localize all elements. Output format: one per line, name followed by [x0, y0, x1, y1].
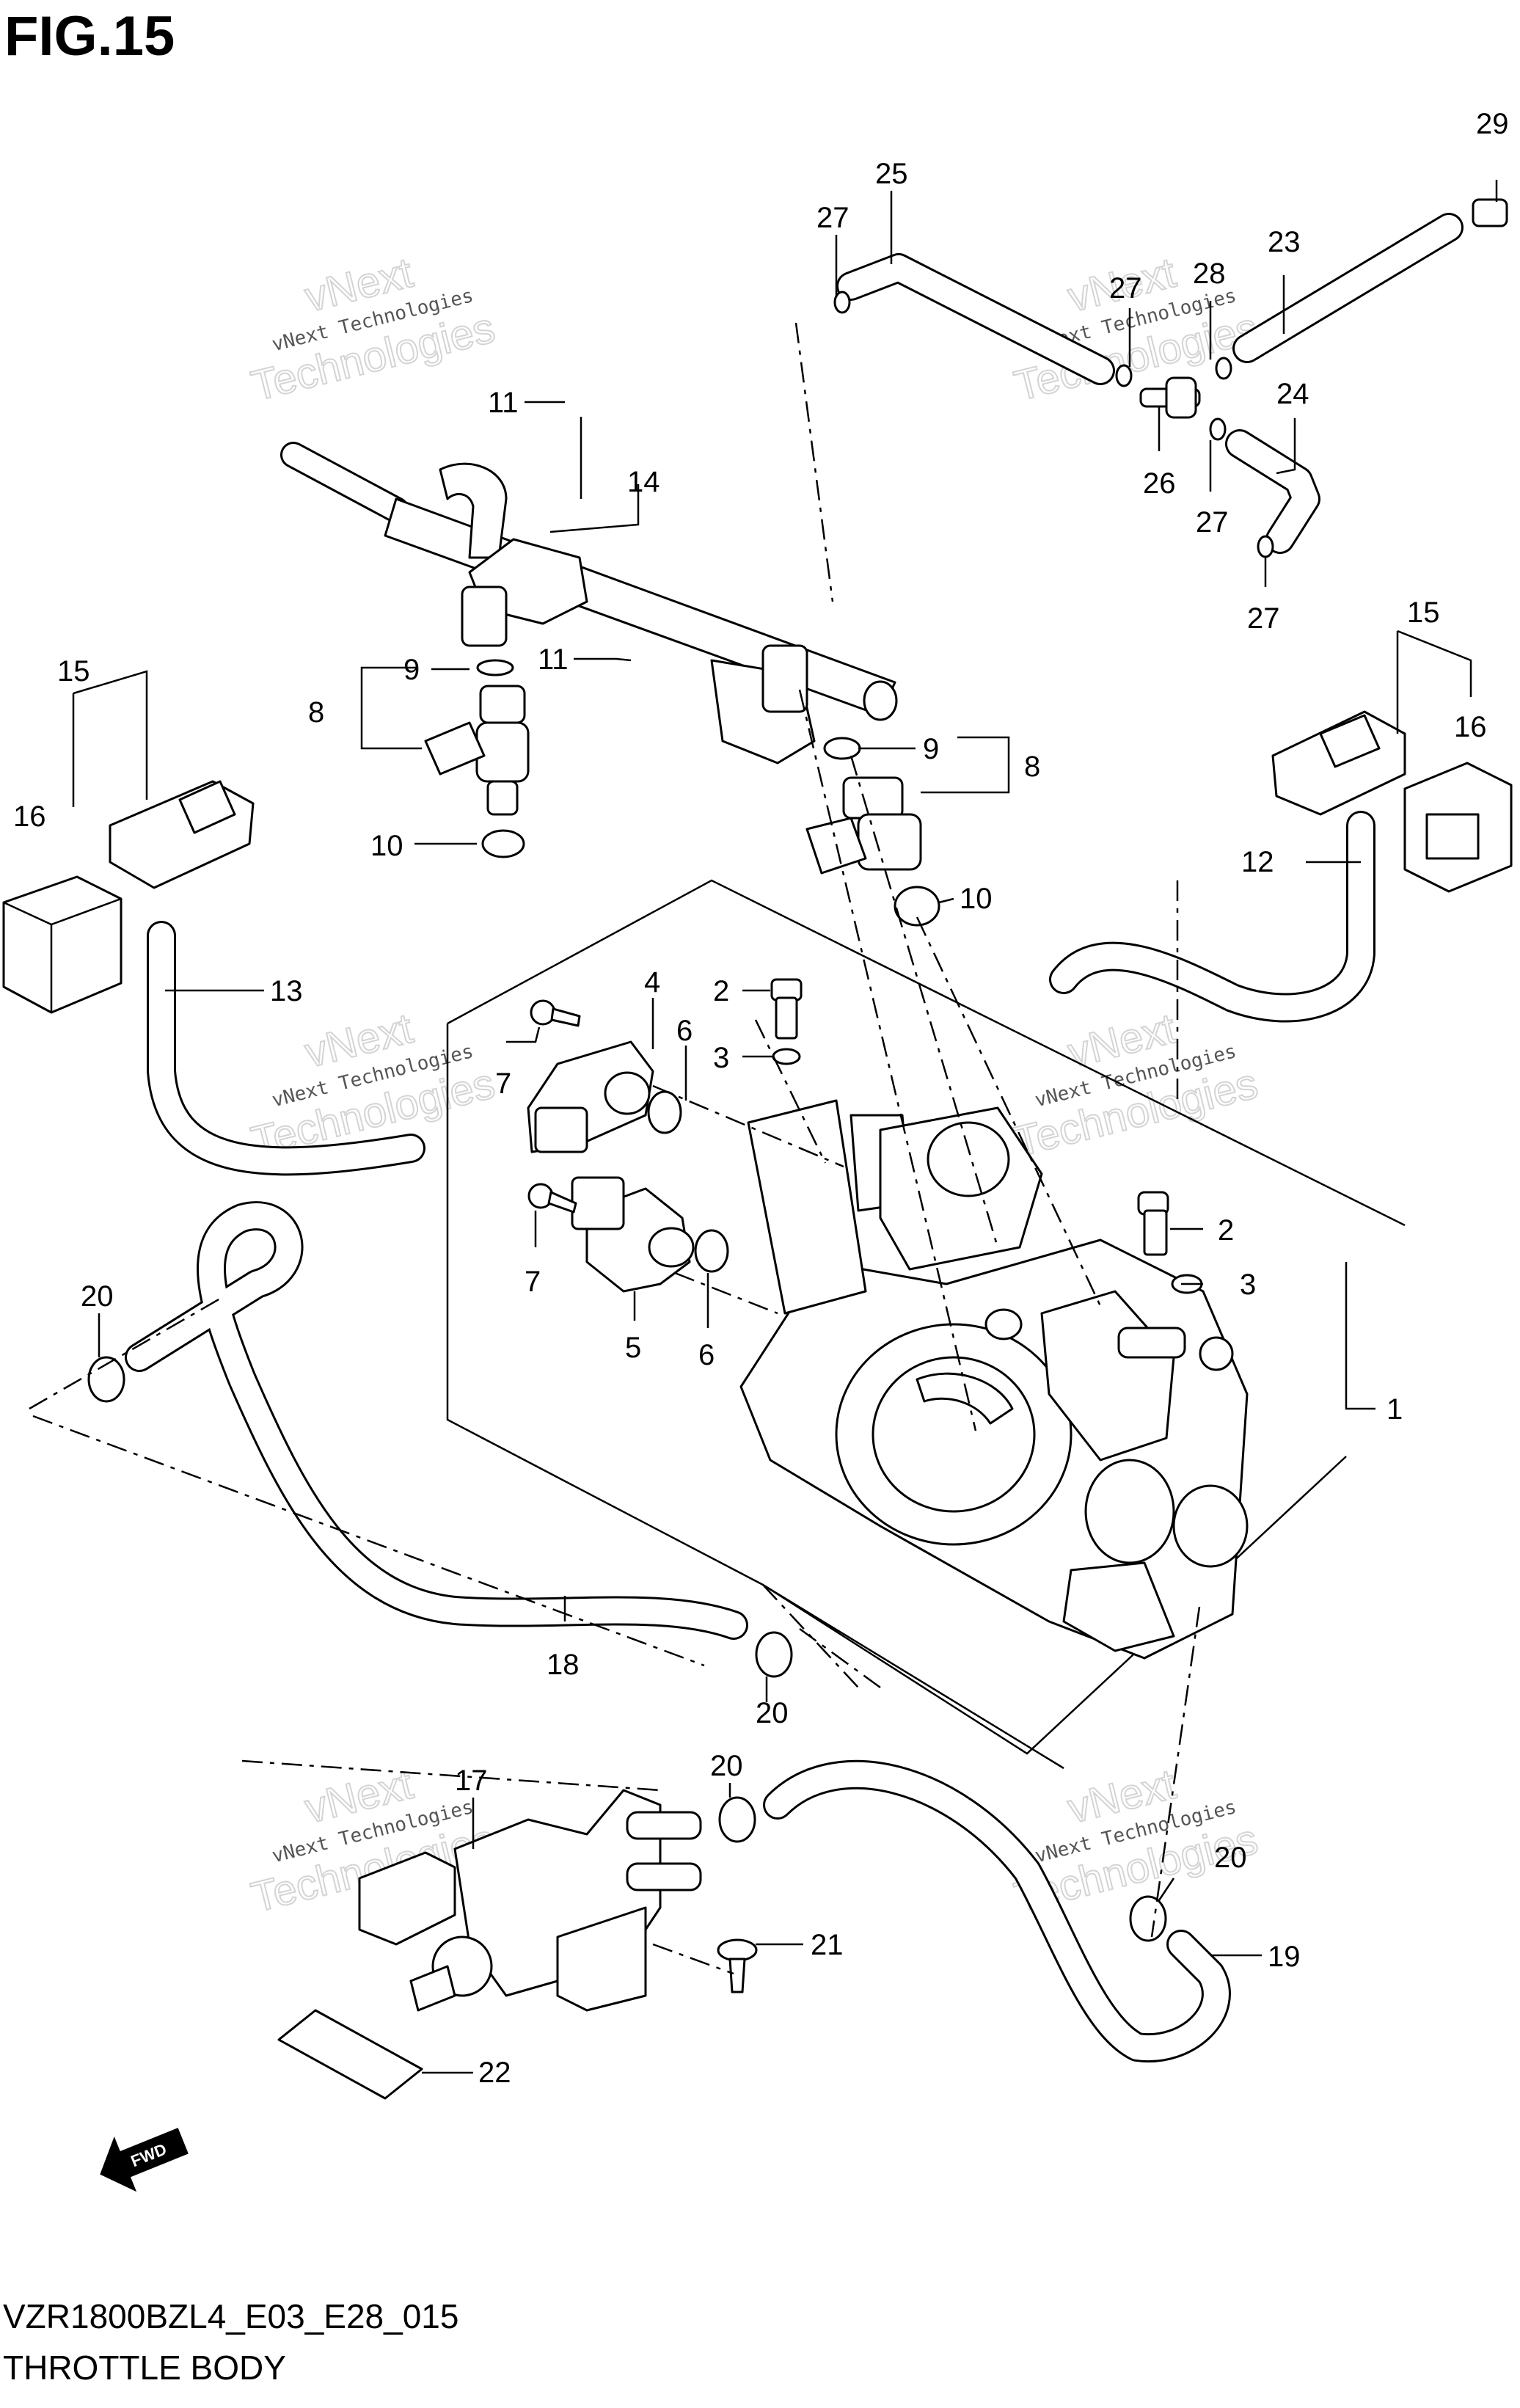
connector-15-left: [109, 780, 255, 889]
cover-16-left: [2, 875, 123, 1014]
injector-8-left: [424, 659, 530, 858]
callout-10: 10: [370, 830, 403, 862]
callout-labels: 29 25 27 23 27 28 24 26 27 27 11 14 11 9…: [13, 108, 1509, 2089]
dash-dot-lines: [29, 322, 1201, 1975]
callout-5: 5: [625, 1332, 641, 1364]
screw-21: [717, 1938, 758, 1993]
screws-7: [527, 999, 581, 1214]
callout-7: 7: [495, 1068, 511, 1100]
callout-13: 13: [270, 975, 303, 1007]
callout-2: 2: [1218, 1214, 1234, 1247]
pad-22: [277, 2009, 423, 2100]
callout-25: 25: [875, 158, 908, 190]
callout-20: 20: [81, 1280, 114, 1313]
callout-6: 6: [676, 1015, 693, 1047]
sensor-5: [571, 1176, 729, 1293]
callout-15: 15: [1407, 596, 1440, 629]
callout-10: 10: [960, 883, 993, 915]
callout-22: 22: [478, 2057, 511, 2089]
callout-27: 27: [1109, 272, 1142, 304]
callout-19: 19: [1268, 1941, 1301, 1973]
fwd-arrow-icon: FWD: [100, 2128, 189, 2192]
clamps-20: [87, 1356, 1167, 1942]
callout-14: 14: [627, 466, 660, 498]
callout-16: 16: [13, 800, 46, 833]
callout-11: 11: [488, 387, 519, 419]
fuel-delivery-pipe-14: [280, 442, 898, 765]
callout-20: 20: [710, 1750, 743, 1782]
callout-17: 17: [455, 1765, 488, 1797]
callout-27: 27: [1196, 506, 1229, 539]
callout-27: 27: [1247, 602, 1280, 635]
hose-25: [836, 253, 1115, 385]
connector-15-right: [1271, 710, 1406, 816]
hose-23: [1232, 213, 1464, 363]
callout-20: 20: [1214, 1842, 1247, 1874]
clamps-27-28-29: [833, 198, 1508, 558]
callout-2: 2: [713, 975, 729, 1007]
callout-3: 3: [713, 1042, 729, 1074]
callout-27: 27: [816, 202, 849, 234]
watermark-mid-left: vNext vNext Technologies Technologies: [246, 1004, 500, 1167]
watermark-mid-right: vNext vNext Technologies Technologies: [1009, 1004, 1263, 1167]
watermark-top-left: vNext vNext Technologies Technologies: [246, 248, 500, 411]
callout-20: 20: [756, 1697, 789, 1729]
throttle-body-assembly-1: [446, 879, 1406, 1770]
callout-9: 9: [923, 733, 939, 765]
callout-23: 23: [1268, 226, 1301, 258]
t-joint-26: [1139, 376, 1201, 419]
callout-26: 26: [1143, 467, 1176, 500]
cover-16-right: [1403, 762, 1513, 893]
callout-12: 12: [1241, 846, 1274, 878]
leader-lines: [72, 180, 1498, 2074]
throttle-position-sensor-4: [527, 1040, 682, 1153]
callout-1: 1: [1386, 1393, 1403, 1426]
callout-3: 3: [1240, 1269, 1256, 1301]
callout-16: 16: [1454, 711, 1487, 743]
callout-8: 8: [308, 696, 324, 729]
model-code: VZR1800BZL4_E03_E28_015: [3, 2297, 459, 2335]
callout-18: 18: [547, 1649, 580, 1681]
callout-6: 6: [698, 1339, 715, 1371]
valves-2-3: [770, 978, 1203, 1294]
section-name: THROTTLE BODY: [3, 2349, 286, 2387]
injector-8-right: [805, 737, 940, 927]
callout-24: 24: [1276, 378, 1309, 410]
hose-24: [1225, 429, 1320, 554]
callout-29: 29: [1476, 108, 1509, 140]
callout-9: 9: [403, 654, 420, 686]
figure-title: FIG.15: [4, 5, 175, 68]
hose-13: [147, 921, 425, 1176]
callout-7: 7: [525, 1266, 541, 1298]
callout-11: 11: [538, 643, 569, 676]
callout-4: 4: [644, 966, 660, 999]
callout-28: 28: [1193, 258, 1226, 290]
callout-21: 21: [811, 1929, 844, 1961]
hose-19: [763, 1759, 1231, 2063]
idle-speed-valve-17: [358, 1789, 702, 2012]
callout-8: 8: [1024, 751, 1040, 783]
hose-12: [1049, 811, 1375, 1023]
callout-15: 15: [57, 655, 90, 687]
